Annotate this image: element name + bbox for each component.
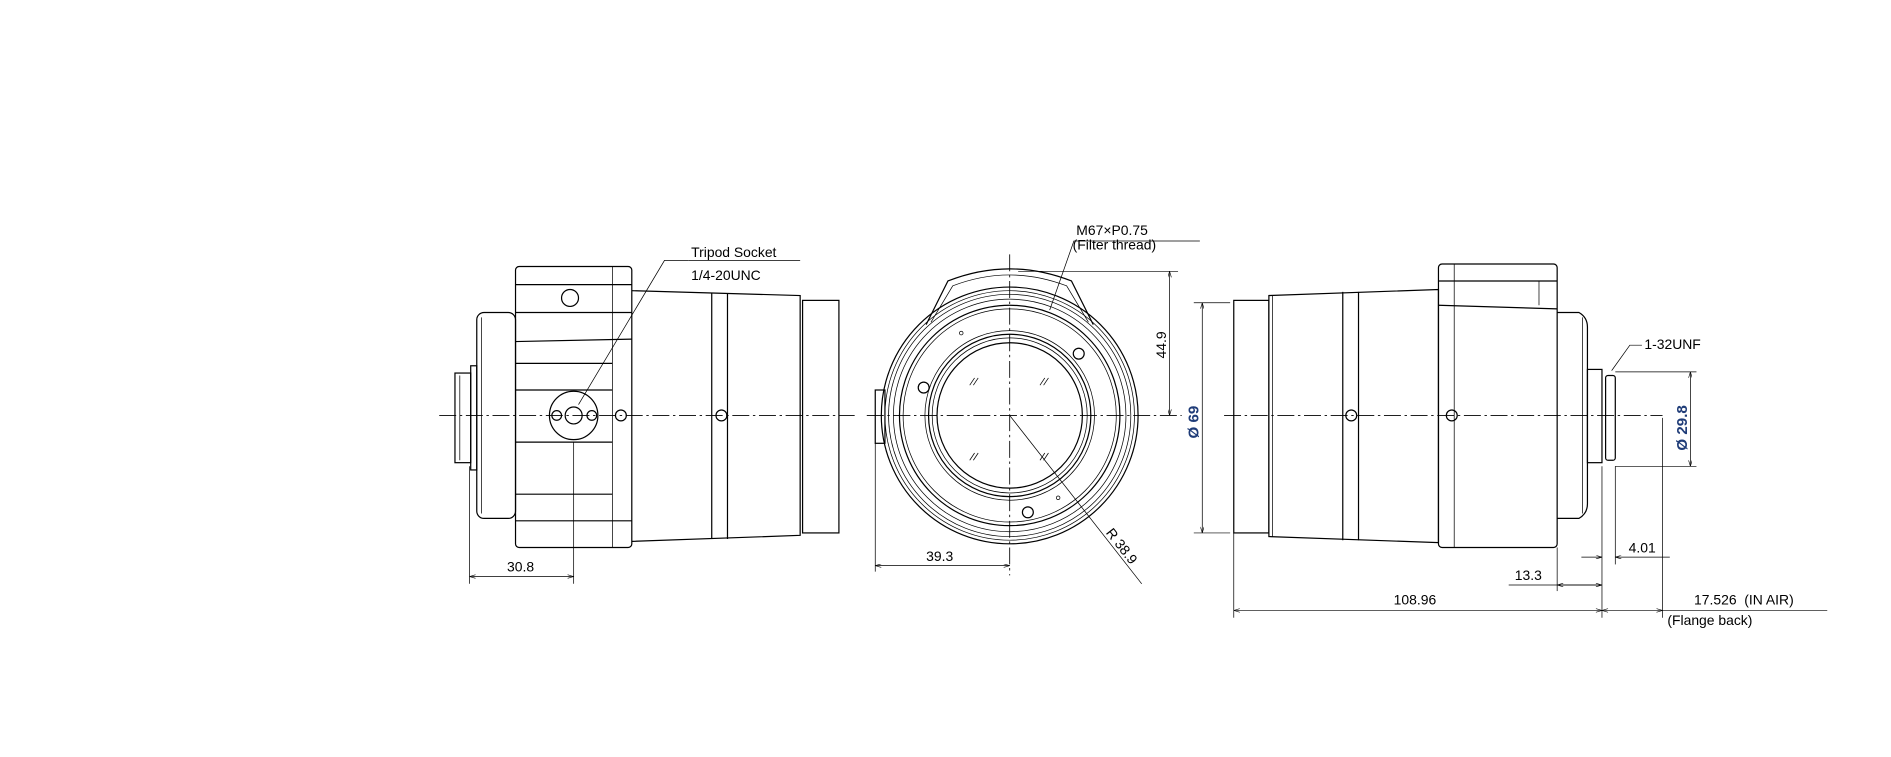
filter-thread-label: M67×P0.75: [1076, 222, 1148, 238]
rear-thread: [454, 372, 472, 464]
tripod-socket-label: Tripod Socket: [691, 244, 776, 260]
front-cap: [1233, 299, 1270, 534]
screw-icon: [715, 409, 728, 422]
side-boss: [874, 389, 886, 444]
dim-radius: R 38.9: [1103, 525, 1141, 567]
dim-total-length: 108.96: [1394, 591, 1437, 607]
tripod-thread-label: 1/4-20UNC: [691, 267, 761, 283]
screw-icon: [1021, 506, 1034, 519]
screw-icon: [917, 381, 930, 394]
screw-icon: [586, 409, 598, 421]
right-side-view: 1-32UNF Ø 29.8 4.01 13.3 108.96 17.526 (…: [1224, 263, 1828, 628]
filter-thread-ring: [898, 304, 1121, 527]
screw-icon: [614, 409, 627, 422]
dim-mount-length: 4.01: [1629, 539, 1656, 555]
c-mount-thread: [1604, 374, 1616, 461]
dim-rear-length: 13.3: [1515, 567, 1542, 583]
dim-diameter: Ø 69: [1186, 406, 1203, 439]
mount-thread-label: 1-32UNF: [1644, 336, 1700, 352]
barrel: [1268, 288, 1440, 544]
housing-top: [925, 268, 1094, 325]
dim-height-top: 44.9: [1153, 331, 1169, 358]
front-cap: [801, 299, 840, 534]
mount-block: [1437, 263, 1558, 549]
screw-icon: [1345, 409, 1358, 422]
screw-icon: [1072, 347, 1085, 360]
tripod-socket: [548, 390, 599, 441]
filter-thread-note: (Filter thread): [1073, 237, 1156, 253]
dim-half-width: 39.3: [926, 548, 953, 564]
screw-icon: [1445, 409, 1458, 422]
glass-hatch: [969, 377, 1049, 461]
front-view: M67×P0.75 (Filter thread) 44.9 Ø 69 39.3…: [866, 222, 1231, 585]
dim-mount-diameter: Ø 29.8: [1674, 405, 1691, 450]
barrel: [631, 290, 801, 543]
dim-flange-back: 17.526 (IN AIR): [1694, 591, 1794, 607]
screw-icon: [551, 409, 563, 421]
left-side-view: Tripod Socket 1/4-20UNC 30.8: [439, 244, 855, 584]
flange-back-note: (Flange back): [1667, 612, 1752, 628]
hole-icon: [560, 288, 580, 308]
dim-tripod-offset: 30.8: [507, 559, 534, 575]
front-glass: [936, 342, 1083, 489]
